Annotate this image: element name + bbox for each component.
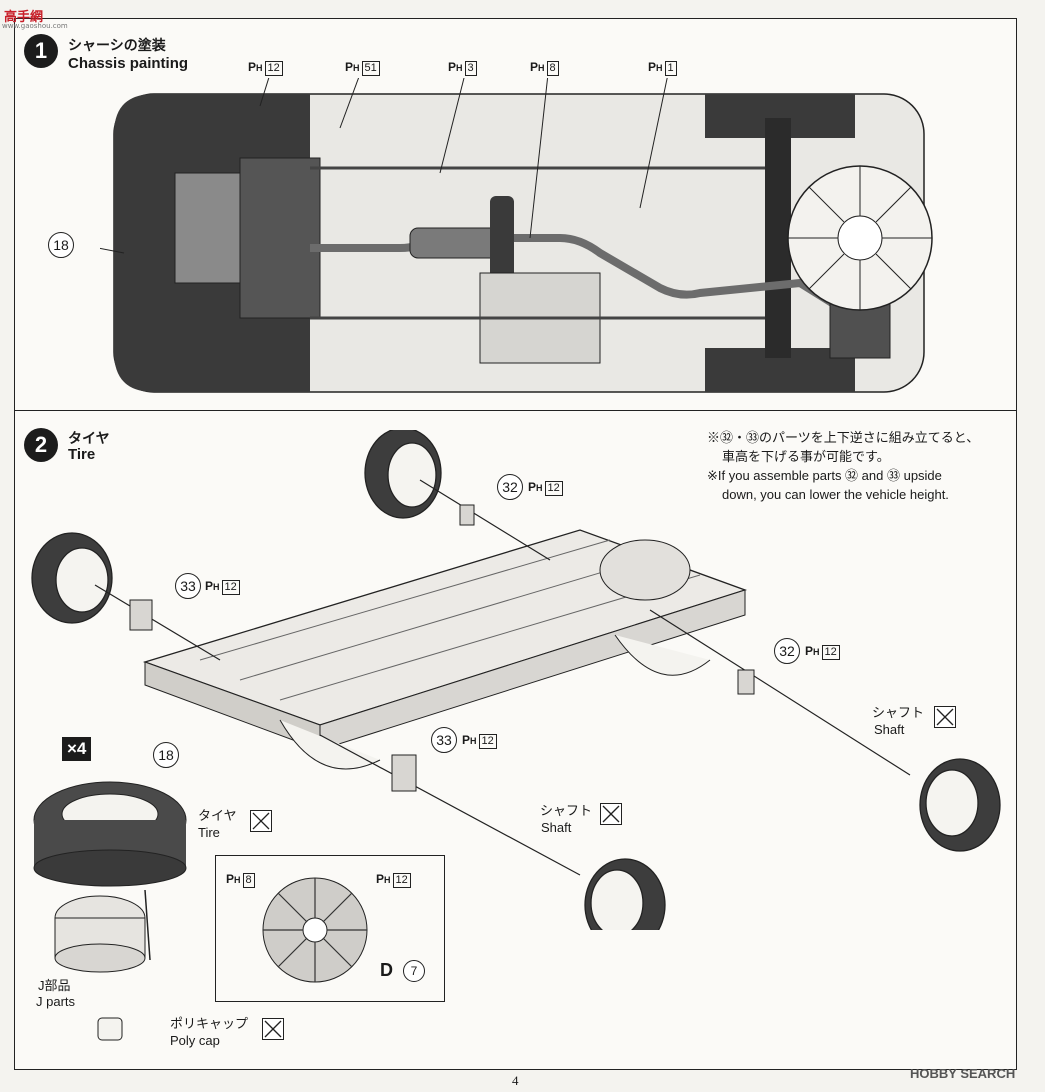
shaft-label-jp-bottom: シャフト [540, 803, 593, 818]
note-en-line-2: down, you can lower the vehicle height. [722, 487, 949, 502]
part-32-label-right: 32 [774, 638, 800, 664]
no-paint-icon [250, 810, 272, 832]
tire-assembly-illustration [31, 430, 1001, 930]
quantity-multiplier: ×4 [62, 737, 92, 761]
site-logo: 高手網 [4, 9, 44, 24]
step-2-number: 2 [24, 428, 58, 462]
site-logo-url: www.gaoshou.com [2, 22, 68, 30]
watermark: HOBBY SEARCH [910, 1066, 1016, 1081]
chassis-underside-illustration [100, 78, 933, 393]
step-1-number: 1 [24, 34, 58, 68]
tire-exploded-illustration [33, 781, 187, 1041]
part-18-label: 18 [48, 232, 74, 258]
jparts-label-en: J parts [36, 994, 76, 1009]
decal-letter: D [380, 960, 393, 980]
no-paint-icon [600, 803, 622, 825]
step-2-title-jp: タイヤ [68, 431, 110, 447]
shaft-label-jp-right: シャフト [872, 705, 925, 720]
section-divider [14, 410, 1017, 411]
no-paint-icon [262, 1018, 284, 1040]
note-en-line-1: ※If you assemble parts ㉜ and ㉝ upside [707, 468, 942, 483]
chassis-part-18-label: 18 [153, 742, 179, 768]
no-paint-icon [934, 706, 956, 728]
shaft-label-en-right: Shaft [874, 722, 905, 737]
jparts-label-jp: J部品 [38, 978, 71, 993]
note-jp-line-2: 車高を下げる事が可能です。 [722, 449, 890, 464]
wheel-detail-illustration [262, 877, 368, 983]
part-32-label-top: 32 [497, 474, 523, 500]
note-jp-line-1: ※㉜・㉝のパーツを上下逆さに組み立てると、 [707, 430, 980, 445]
shaft-label-en-bottom: Shaft [541, 820, 572, 835]
polycap-label-en: Poly cap [170, 1033, 220, 1048]
step-1-title-en: Chassis painting [68, 55, 189, 72]
polycap-label-jp: ポリキャップ [170, 1016, 249, 1031]
tire-label-jp: タイヤ [198, 808, 237, 823]
part-33-label-bottom: 33 [431, 727, 457, 753]
part-33-label-left: 33 [175, 573, 201, 599]
page-number: 4 [512, 1073, 519, 1088]
step-1-title-jp: シャーシの塗装 [68, 38, 166, 54]
decal-number: 7 [403, 960, 425, 982]
tire-label-en: Tire [198, 825, 220, 840]
step-2-title-en: Tire [68, 446, 96, 463]
